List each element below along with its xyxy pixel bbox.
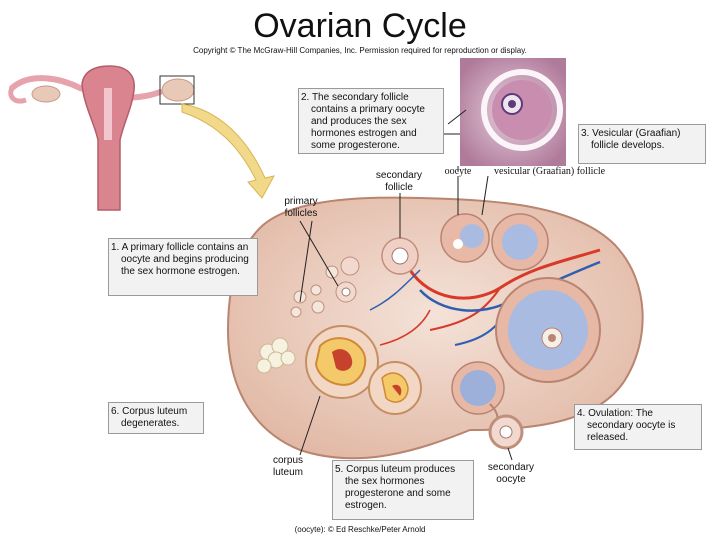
mid-follicle	[491, 213, 549, 271]
step-4-box: 4. Ovulation: The secondary oocyte is re…	[574, 404, 702, 450]
copyright-notice: Copyright © The McGraw-Hill Companies, I…	[193, 46, 527, 55]
secondary-follicle	[381, 237, 419, 275]
label-oocyte: oocyte	[444, 166, 472, 177]
step-3-box: 3. Vesicular (Graafian) follicle develop…	[578, 124, 706, 164]
corpus-albicans	[256, 337, 296, 374]
step-5-box: 5. Corpus luteum produces the sex hormon…	[332, 460, 474, 520]
corpus-luteum-forming	[368, 361, 422, 415]
photo-credit: (oocyte): © Ed Reschke/Peter Arnold	[294, 525, 426, 534]
corpus-luteum	[305, 325, 379, 399]
secondary-oocyte	[488, 414, 524, 450]
label-corpus-luteum: corpus luteum	[272, 455, 303, 478]
label-secondary-follicle: secondary follicle	[375, 170, 423, 193]
developing-follicle	[440, 213, 490, 263]
step-1-box: 1. A primary follicle contains an oocyte…	[108, 238, 258, 296]
page-title: Ovarian Cycle	[253, 7, 467, 45]
ruptured-follicle	[451, 361, 505, 427]
label-secondary-oocyte: secondary oocyte	[487, 462, 535, 485]
step-6-box: 6. Corpus luteum degenerates.	[108, 402, 204, 434]
follicle-micrograph	[460, 58, 566, 166]
uterus-diagram	[8, 65, 195, 211]
step-2-box: 2. The secondary follicle contains a pri…	[298, 88, 444, 154]
label-vesicular-follicle: vesicular (Graafian) follicle	[494, 166, 606, 177]
primary-follicles	[290, 256, 360, 318]
vesicular-follicle	[495, 277, 601, 383]
label-primary-follicles: primary follicles	[284, 196, 318, 219]
